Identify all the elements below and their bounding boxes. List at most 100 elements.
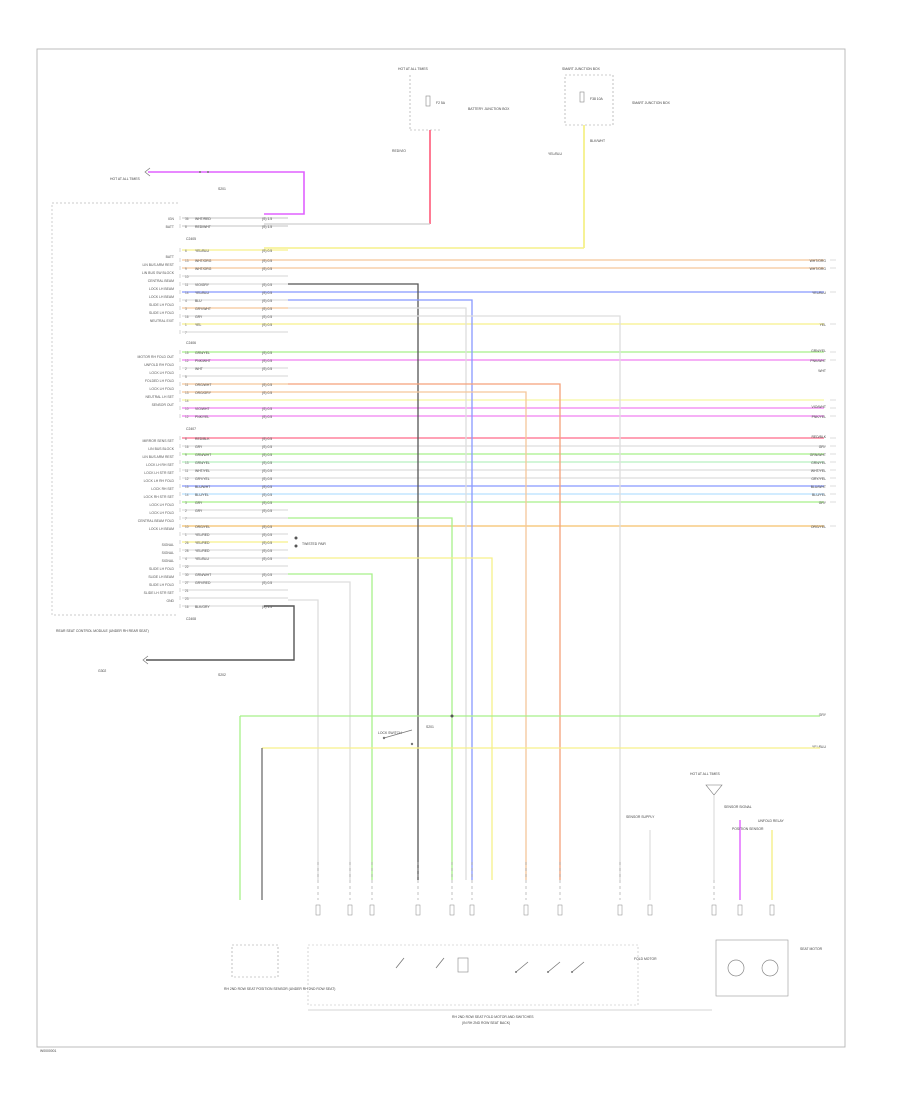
right-wire-label: PNK/WHT	[810, 359, 826, 363]
circuit-label: CENTRAL BEAM FOLD	[138, 519, 175, 523]
wire-size-label: (S) 0.5	[262, 307, 272, 311]
right-wire-label: WHT/ORG	[810, 267, 827, 271]
connector-pin	[523, 904, 529, 916]
circuit-label: BATT	[166, 255, 174, 259]
circuit-label: LIN BUS ARM REST	[143, 263, 174, 267]
circuit-label: LOCK LH FOLD	[150, 511, 175, 515]
right-wire-label: RED/BLK	[811, 435, 826, 439]
wire-color-label: BLK/GRY	[195, 605, 210, 609]
circuit-label: FOLDED LH FOLD	[145, 379, 175, 383]
circuit-label: GND	[166, 599, 174, 603]
wire-size-label: (S) 0.5	[262, 259, 272, 263]
wire-size-label: (S) 0.5	[262, 359, 272, 363]
wire-color-label: GRN/WHT	[195, 453, 211, 457]
pin-number: 4	[185, 557, 187, 561]
circuit-label: SLIDE LH FOLD	[149, 311, 175, 315]
pin-number: 10	[185, 525, 189, 529]
mid-switch-sub: S201	[426, 725, 434, 729]
bottom-left-sensor: RH 2ND ROW SEAT POSITION SENSOR (UNDER R…	[224, 944, 335, 991]
drop-wire	[288, 383, 561, 880]
bottom-title: RH 2ND ROW SEAT FOLD MOTOR AND SWITCHES	[452, 1015, 534, 1019]
pin-number: 28	[185, 549, 189, 553]
connector-pin	[557, 904, 563, 916]
wire-color-label: GRY/YEL	[195, 477, 210, 481]
circuit-label: LIN BUS ARM REST	[143, 455, 174, 459]
pin-number: 14	[185, 493, 189, 497]
long-wire-group	[288, 259, 836, 527]
wire-color-label: WHT/ORG	[195, 267, 212, 271]
seat-motor-label: SEAT MOTOR	[800, 947, 823, 951]
pin-number: 15	[185, 485, 189, 489]
hot-label-bottom: HOT AT ALL TIMES	[690, 772, 721, 776]
pin-number: 16	[185, 605, 189, 609]
circuit-label: SIGNAL	[162, 543, 175, 547]
wire-size-label: (S) 0.5	[262, 453, 272, 457]
pin-number: 6	[185, 249, 187, 253]
vertical-drop-group	[288, 283, 621, 880]
circuit-label: LOCK LH FOLD	[150, 387, 175, 391]
circuit-label: LOCK LH BEAM	[149, 295, 174, 299]
wire-color-label: YEL/RED	[195, 549, 210, 553]
circuit-label: SIGNAL	[162, 551, 175, 555]
sub-label-2: SENSOR SIGNAL	[724, 805, 752, 809]
harness-row-group	[179, 216, 288, 608]
drop-wire	[288, 307, 467, 880]
right-wire-label: WHT	[818, 369, 826, 373]
wire-size-label: (S) 0.5	[262, 315, 272, 319]
wire-color-label: GRN/YEL	[195, 461, 210, 465]
wire-color-label: GRY	[195, 501, 203, 505]
twisted-pair-label: TWISTED PAIR	[302, 542, 326, 546]
motor-label: FOLD MOTOR	[634, 957, 657, 961]
wire-color-label: WHT	[195, 367, 203, 371]
wire-size-label: (S) 0.5	[262, 485, 272, 489]
wire-color-label: BLU/WHT	[195, 485, 210, 489]
pin-number: 15	[185, 351, 189, 355]
red-wire-label: RED/VIO	[392, 149, 406, 153]
yel-wire-label: YEL/BLU	[548, 152, 562, 156]
splice-label-1: S201	[218, 187, 226, 191]
bottom-connector-group	[315, 862, 775, 916]
wire-color-label: YEL/BLU	[195, 291, 209, 295]
circuit-label: SIGNAL	[162, 559, 175, 563]
wire-size-label: (S) 0.5	[262, 533, 272, 537]
pin-number: 2	[185, 367, 187, 371]
wire-color-label: BLU	[195, 299, 202, 303]
circuit-label: LOCK LH BEAM	[149, 287, 174, 291]
wire-size-label: (S) 0.5	[262, 501, 272, 505]
circuit-label: MOTOR RH FOLD OUT	[138, 355, 174, 359]
wire-size-label: (S) 0.5	[262, 391, 272, 395]
right-wire-label: WHT/YEL	[811, 469, 826, 473]
pin-number: 8	[185, 225, 187, 229]
wire-color-label: ORG/YEL	[195, 525, 210, 529]
circuit-label: LOCK LH RH SET	[146, 463, 174, 467]
wire-color-label: PNK/YEL	[195, 415, 209, 419]
right-sensor-label: POSITION SENSOR	[732, 827, 764, 831]
wire-size-label: (S) 0.5	[262, 283, 272, 287]
drop-wire	[288, 391, 527, 880]
circuit-label: LOCK RH STR SET	[144, 495, 174, 499]
wire-color-label: WHT/YEL	[195, 469, 210, 473]
wire-size-label: (S) 0.5	[262, 581, 272, 585]
pin-number: 30	[185, 573, 189, 577]
wire-color-label: WHT/RED	[195, 217, 211, 221]
right-wire-label: YEL	[820, 323, 827, 327]
hot-label-top: HOT AT ALL TIMES	[398, 67, 429, 71]
drop-wire	[288, 283, 419, 880]
pin-number: 5	[185, 375, 187, 379]
wire-size-label: (S) 1.5	[262, 605, 272, 609]
pin-number: 7	[185, 331, 187, 335]
right-wire-label: GRN/YEL	[811, 349, 826, 353]
drop-wire	[288, 517, 453, 880]
ground-connection: G302 REAR SEAT CONTROL MODULE (UNDER RH …	[56, 605, 295, 677]
circuit-label: UNFOLD RH FOLD	[144, 363, 174, 367]
drop-wire	[288, 557, 493, 880]
right-wire-label: VIO/WHT	[811, 405, 826, 409]
right-wire-label: GRN/WHT	[810, 453, 826, 457]
wire-color-label: RED/WHT	[195, 225, 211, 229]
connector-pin	[737, 904, 743, 916]
sub-label-1: SENSOR SUPPLY	[626, 815, 655, 819]
drop-wire	[288, 315, 621, 880]
bottom-left-box-label: RH 2ND ROW SEAT POSITION SENSOR (UNDER R…	[224, 987, 335, 991]
